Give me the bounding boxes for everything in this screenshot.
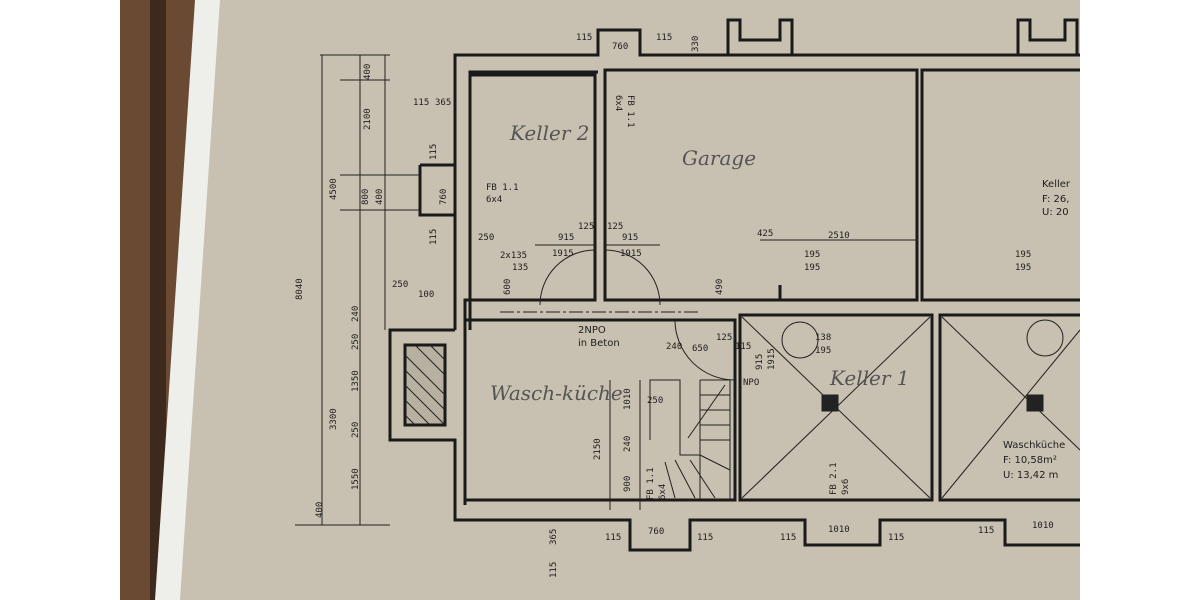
svg-text:195: 195 <box>1015 263 1031 273</box>
window-label: FB 2.1 <box>829 462 839 495</box>
window-size: 6x4 <box>613 95 623 111</box>
svg-text:330: 330 <box>691 36 701 52</box>
svg-text:1350: 1350 <box>351 370 361 392</box>
svg-text:3300: 3300 <box>329 408 339 430</box>
room-label-keller-right: Keller <box>1042 179 1071 190</box>
room-area: F: 26, <box>1042 194 1069 205</box>
window-label: FB 1.1 <box>646 467 656 500</box>
window-label: FB 1.1 <box>625 95 635 128</box>
svg-text:135: 135 <box>512 263 528 273</box>
svg-text:195: 195 <box>815 346 831 356</box>
svg-text:115: 115 <box>429 144 439 160</box>
svg-text:2150: 2150 <box>593 438 603 460</box>
room-area: F: 10,58m² <box>1003 455 1057 466</box>
svg-text:915: 915 <box>558 233 574 243</box>
svg-text:365: 365 <box>549 529 559 545</box>
svg-text:365: 365 <box>435 98 451 108</box>
room-label-keller2: Keller 2 <box>509 121 590 145</box>
svg-text:2x135: 2x135 <box>500 251 527 261</box>
room-label-keller1: Keller 1 <box>829 366 910 390</box>
svg-text:1915: 1915 <box>552 249 574 259</box>
svg-text:900: 900 <box>623 476 633 492</box>
svg-text:195: 195 <box>804 250 820 260</box>
svg-text:240: 240 <box>351 306 361 322</box>
beam-label: 2NPO <box>578 325 606 336</box>
svg-text:138: 138 <box>815 333 831 343</box>
svg-text:800: 800 <box>361 189 371 205</box>
svg-text:250: 250 <box>647 396 663 406</box>
svg-text:115: 115 <box>780 533 796 543</box>
svg-text:195: 195 <box>804 263 820 273</box>
chimney-hatch <box>404 344 446 426</box>
svg-text:115: 115 <box>697 533 713 543</box>
room-label-waschkueche: Waschküche <box>1003 440 1065 451</box>
hatched-chimney <box>403 343 447 427</box>
svg-text:240: 240 <box>623 436 633 452</box>
svg-text:760: 760 <box>439 189 449 205</box>
room-perimeter: U: 13,42 m <box>1003 470 1058 481</box>
svg-text:195: 195 <box>1015 250 1031 260</box>
svg-text:125: 125 <box>578 222 594 232</box>
svg-text:125: 125 <box>607 222 623 232</box>
svg-text:240: 240 <box>666 342 682 352</box>
svg-text:250: 250 <box>392 280 408 290</box>
staircase <box>649 379 731 500</box>
room-label-waschkueche-hand: Wasch-küche <box>490 381 623 405</box>
ceiling-diagonals <box>741 316 1081 499</box>
door-swings <box>500 249 736 381</box>
svg-text:100: 100 <box>418 290 434 300</box>
svg-text:8040: 8040 <box>295 278 305 300</box>
svg-text:115: 115 <box>413 98 429 108</box>
svg-text:600: 600 <box>503 279 513 295</box>
svg-text:1010: 1010 <box>1032 521 1054 531</box>
svg-text:1010: 1010 <box>828 525 850 535</box>
beam-material: in Beton <box>578 338 620 349</box>
svg-text:250: 250 <box>351 334 361 350</box>
svg-text:400: 400 <box>315 502 325 518</box>
svg-text:915: 915 <box>622 233 638 243</box>
svg-text:4500: 4500 <box>329 178 339 200</box>
window-label: FB 1.1 <box>486 183 519 193</box>
room-perimeter: U: 20 <box>1042 207 1069 218</box>
window-size: 6x4 <box>486 195 502 205</box>
window-size: 9x6 <box>841 479 851 495</box>
svg-text:650: 650 <box>692 344 708 354</box>
svg-text:1915: 1915 <box>620 249 642 259</box>
svg-text:115: 115 <box>429 229 439 245</box>
window-size: 6x4 <box>658 484 668 500</box>
svg-text:400: 400 <box>375 189 385 205</box>
svg-text:915: 915 <box>755 354 765 370</box>
svg-text:1010: 1010 <box>623 388 633 410</box>
svg-text:490: 490 <box>715 279 725 295</box>
svg-text:1550: 1550 <box>351 468 361 490</box>
beam-label: NPO <box>743 378 759 388</box>
svg-text:115: 115 <box>576 33 592 43</box>
svg-text:250: 250 <box>478 233 494 243</box>
svg-text:760: 760 <box>648 527 664 537</box>
room-label-garage: Garage <box>682 146 756 170</box>
svg-text:125: 125 <box>716 333 732 343</box>
svg-text:115: 115 <box>888 533 904 543</box>
svg-text:1915: 1915 <box>767 348 777 370</box>
svg-text:115: 115 <box>978 526 994 536</box>
svg-text:2100: 2100 <box>363 108 373 130</box>
svg-text:760: 760 <box>612 42 628 52</box>
dimension-lines <box>295 54 917 526</box>
svg-text:115: 115 <box>735 342 751 352</box>
svg-text:115: 115 <box>605 533 621 543</box>
svg-text:425: 425 <box>757 229 773 239</box>
svg-text:2510: 2510 <box>828 231 850 241</box>
svg-text:115: 115 <box>549 562 559 578</box>
dimension-texts: 8040 4500 3300 400 2100 800 400 240 250 … <box>295 33 1054 578</box>
svg-text:400: 400 <box>363 64 373 80</box>
svg-text:115: 115 <box>656 33 672 43</box>
svg-text:250: 250 <box>351 422 361 438</box>
wood-grain <box>150 0 166 600</box>
